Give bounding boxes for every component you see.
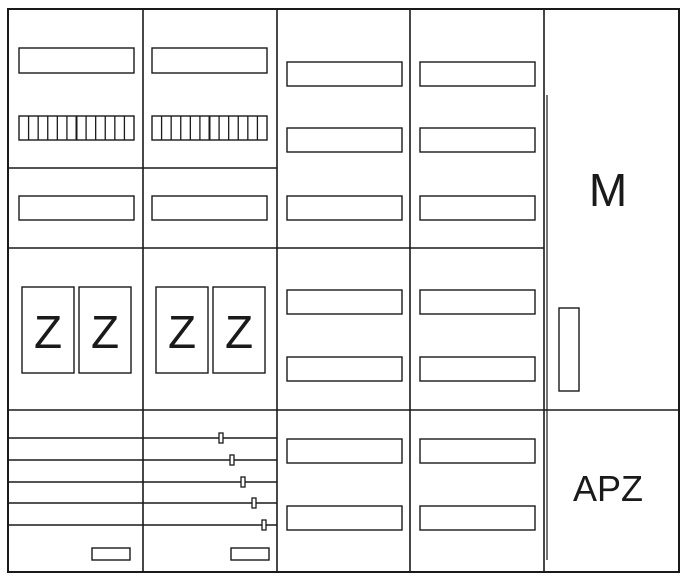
multimedia-socket <box>558 307 580 392</box>
col2-device-slot-top <box>151 47 268 74</box>
col3-device-slot-2 <box>286 127 403 153</box>
col2-terminal-strip <box>151 115 268 141</box>
col4-device-slot-6 <box>419 438 536 464</box>
col2-device-slot-mid <box>151 195 268 221</box>
busbar-clamp-4 <box>251 497 257 509</box>
col4-device-slot-1 <box>419 61 536 87</box>
col3-device-slot-1 <box>286 61 403 87</box>
col4-device-slot-2 <box>419 127 536 153</box>
meter-2-symbol: Z <box>91 306 119 358</box>
column-3 <box>286 61 403 531</box>
col4-device-slot-3 <box>419 195 536 221</box>
col1-device-slot-mid <box>18 195 135 221</box>
col2-busbar-clamps <box>218 432 267 531</box>
col2-small-terminal <box>230 547 270 561</box>
busbar-clamp-3 <box>240 476 246 488</box>
meter-4-frame <box>212 286 266 374</box>
column-5: M APZ <box>558 164 643 509</box>
meter-1-frame <box>21 286 75 374</box>
busbar-clamp-5 <box>261 519 267 531</box>
col3-device-slot-4 <box>286 289 403 315</box>
col3-device-slot-5 <box>286 356 403 382</box>
col3-device-slot-3 <box>286 195 403 221</box>
meter-2-frame <box>78 286 132 374</box>
col1-small-terminal <box>91 547 131 561</box>
column-1: Z Z <box>8 47 143 561</box>
column-2: Z Z <box>143 47 277 561</box>
col4-device-slot-7 <box>419 505 536 531</box>
meter-3-symbol: Z <box>168 306 196 358</box>
busbar-clamp-1 <box>218 432 224 444</box>
col4-device-slot-4 <box>419 289 536 315</box>
col1-terminal-strip <box>18 115 135 141</box>
col2-busbars <box>143 437 277 526</box>
column-dividers <box>142 9 548 572</box>
row-dividers <box>8 167 679 411</box>
apz-section-label: APZ <box>573 468 643 509</box>
meter-1-symbol: Z <box>34 306 62 358</box>
multimedia-section-label: M <box>589 164 627 216</box>
col3-device-slot-7 <box>286 505 403 531</box>
col3-device-slot-6 <box>286 438 403 464</box>
col1-terminal-ticks <box>27 116 126 140</box>
col1-busbars <box>8 437 143 526</box>
col2-meter-pair: Z Z <box>155 286 266 374</box>
col4-device-slot-5 <box>419 356 536 382</box>
col1-meter-pair: Z Z <box>21 286 132 374</box>
meter-3-frame <box>155 286 209 374</box>
col1-device-slot-top <box>18 47 135 74</box>
meter-4-symbol: Z <box>225 306 253 358</box>
cabinet-frame <box>7 8 680 573</box>
column-4 <box>419 61 536 531</box>
col2-terminal-ticks <box>160 116 259 140</box>
busbar-clamp-2 <box>229 454 235 466</box>
